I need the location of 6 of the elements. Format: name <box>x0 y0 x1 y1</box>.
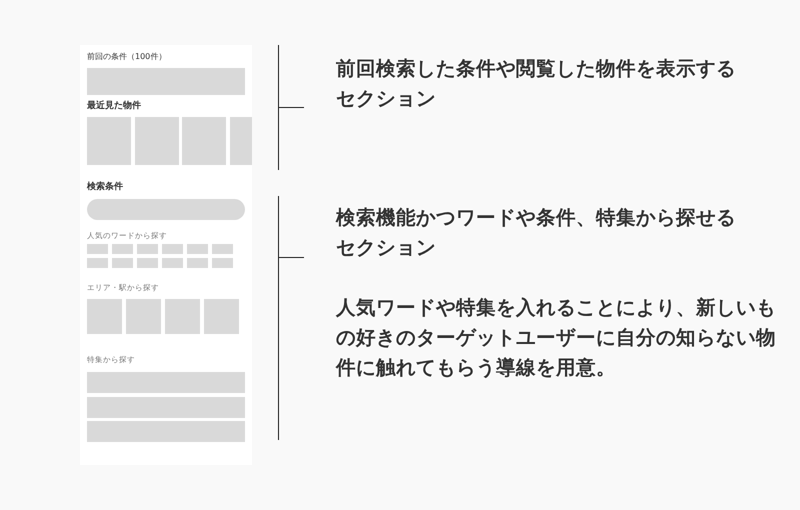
description-text: 検索機能かつワードや条件、特集から探せるセクション <box>336 205 737 261</box>
section-heading: 前回の条件（100件） <box>87 52 166 62</box>
description-text: 人気ワードや特集を入れることにより、新しいもの好きのターゲットユーザーに自分の知らない物件に触れてもらう導線を用意。 <box>336 295 777 381</box>
section-heading: 検索条件 <box>87 182 123 193</box>
description-text: 前回検索した条件や閲覧した物件を表示するセクション <box>336 56 737 112</box>
section-heading: 最近見た物件 <box>87 101 141 112</box>
